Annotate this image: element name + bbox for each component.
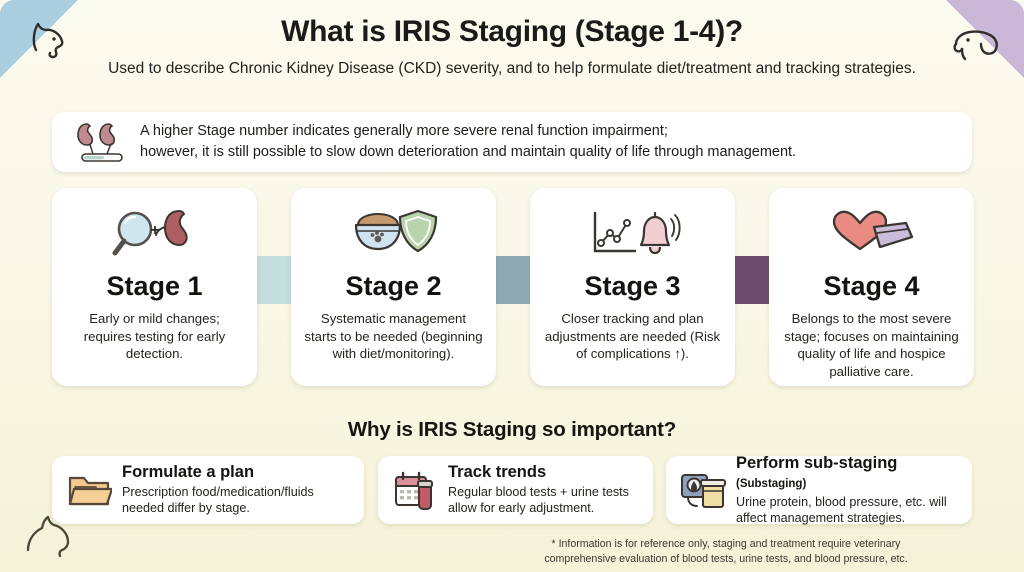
folder-icon xyxy=(64,470,114,510)
stage-name: Stage 4 xyxy=(823,271,920,301)
blood-pressure-urine-cup-icon xyxy=(678,469,728,511)
reason-card-formulate-a-plan[interactable]: Formulate a plan Prescription food/medic… xyxy=(52,456,364,524)
stage-card-2[interactable]: Stage 2 Systematic management starts to … xyxy=(291,188,496,386)
reason-title: Track trends xyxy=(448,463,547,482)
reason-body: Formulate a plan Prescription food/medic… xyxy=(122,463,352,517)
notice-text: A higher Stage number indicates generall… xyxy=(140,121,796,162)
kidneys-scale-icon xyxy=(70,120,134,164)
reason-title: Perform sub-staging (Substaging) xyxy=(736,454,960,492)
reason-body: Perform sub-staging (Substaging) Urine p… xyxy=(736,454,960,527)
notice-line-1: A higher Stage number indicates generall… xyxy=(140,123,668,140)
reason-description: Prescription food/medication/fluids need… xyxy=(122,485,314,516)
top-left-corner-triangle xyxy=(0,0,78,78)
stage-description: Belongs to the most severe stage; focuse… xyxy=(784,310,959,380)
stage-description: Systematic management starts to be neede… xyxy=(304,310,483,362)
top-right-corner-triangle xyxy=(946,0,1024,78)
footer-line-2: comprehensive evaluation of blood tests,… xyxy=(544,552,908,565)
calendar-test-tube-icon xyxy=(390,469,440,511)
footer-disclaimer: * Information is for reference only, sta… xyxy=(446,537,1006,566)
svg-text:+: + xyxy=(150,222,159,239)
footer-line-1: * Information is for reference only, sta… xyxy=(551,538,901,551)
reason-title-main: Perform sub-staging xyxy=(736,453,898,472)
chart-bell-icon xyxy=(530,202,735,268)
reason-description: Urine protein, blood pressure, etc. will… xyxy=(736,494,947,525)
reason-description: Regular blood tests + urine tests allow … xyxy=(448,485,629,516)
stage-card-1[interactable]: + Stage 1 Early or mild changes; require… xyxy=(52,188,257,386)
magnifier-kidney-icon: + xyxy=(52,202,257,268)
cat-head-icon xyxy=(32,22,64,59)
page-title: What is IRIS Staging (Stage 1-4)? xyxy=(281,15,743,48)
poster-header: What is IRIS Staging (Stage 1-4)? Used t… xyxy=(0,14,1024,79)
reason-title: Formulate a plan xyxy=(122,463,255,482)
why-section-title: Why is IRIS Staging so important? xyxy=(347,418,677,441)
notice-line-2: however, it is still possible to slow do… xyxy=(140,144,797,160)
stage-name: Stage 1 xyxy=(106,271,203,301)
reason-body: Track trends Regular blood tests + urine… xyxy=(448,463,641,517)
stage-name: Stage 3 xyxy=(584,271,681,301)
reason-card-track-trends[interactable]: Track trends Regular blood tests + urine… xyxy=(378,456,653,524)
cat-silhouette-icon xyxy=(26,515,70,558)
stage-name: Stage 2 xyxy=(345,271,442,301)
notice-banner: A higher Stage number indicates generall… xyxy=(52,112,972,172)
reason-card-perform-sub-staging[interactable]: Perform sub-staging (Substaging) Urine p… xyxy=(666,454,972,527)
heart-pillow-icon xyxy=(769,202,974,268)
page-subtitle: Used to describe Chronic Kidney Disease … xyxy=(108,60,916,77)
stage-description: Closer tracking and plan adjustments are… xyxy=(544,310,721,362)
reason-title-suffix: (Substaging) xyxy=(736,477,807,490)
stage-description: Early or mild changes; requires testing … xyxy=(83,310,226,362)
stage-card-4[interactable]: Stage 4 Belongs to the most severe stage… xyxy=(769,188,974,386)
food-bowl-shield-icon xyxy=(291,202,496,268)
stage-card-3[interactable]: Stage 3 Closer tracking and plan adjustm… xyxy=(530,188,735,386)
dog-head-icon xyxy=(953,30,998,61)
